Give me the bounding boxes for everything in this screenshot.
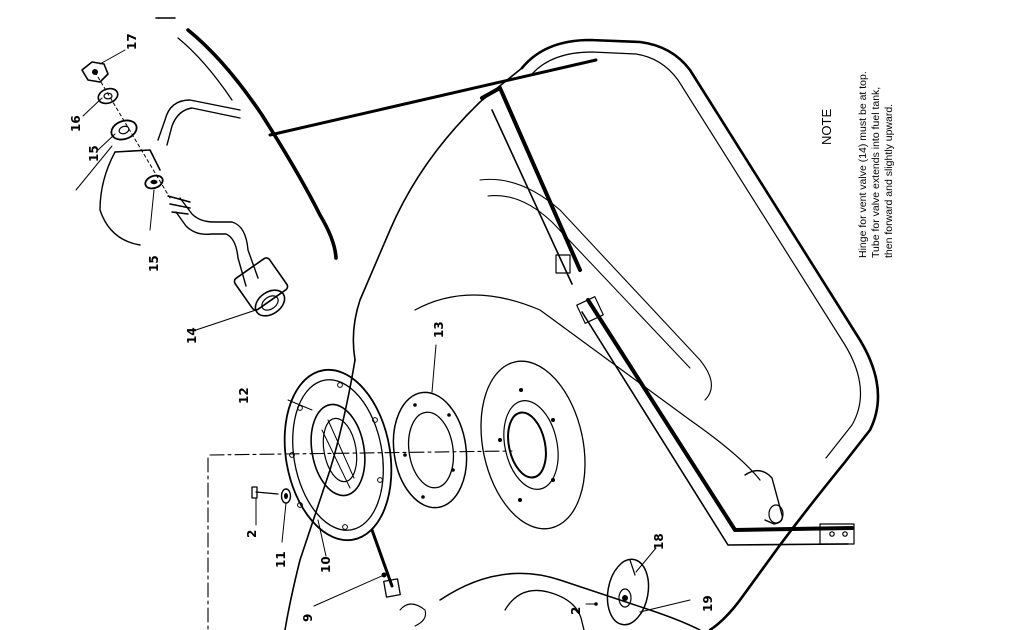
callout-9: 9 [301,614,315,622]
note-line-3: then forward and slightly upward. [883,104,895,258]
callout-16: 16 [69,115,83,132]
assembly-center-line [207,450,513,630]
tank-sending-unit-opening [480,360,586,530]
leader-lines [75,49,691,613]
callout-19: 19 [701,595,715,612]
callout-11: 11 [274,551,288,568]
callout-15-upper: 15 [87,145,101,162]
fuel-tank-body [284,38,880,630]
callout-14: 14 [185,327,199,344]
callout-15-lower: 15 [147,255,161,272]
screw-2-upper [251,486,279,499]
callout-12: 12 [237,387,251,404]
gasket-13 [392,391,468,509]
callout-labels: 17 16 15 15 14 12 13 2 11 10 9 2 18 19 [69,33,715,622]
mounting-strap-lower [576,296,855,546]
callout-13: 13 [432,321,446,338]
vent-valve-inset [81,17,598,317]
lock-washer-11 [280,488,292,504]
drain-plate-18-19 [594,558,650,626]
callout-10: 10 [319,556,333,573]
callout-2-lower: 2 [569,607,583,615]
callout-18: 18 [652,533,666,550]
note-title: NOTE [819,109,834,145]
bracket-9 [370,528,401,598]
note-line-2: Tube for valve extends into fuel tank, [870,87,882,258]
note-line-1: Hinge for vent valve (14) must be at top… [857,71,869,258]
note-block: NOTE Hinge for vent valve (14) must be a… [819,71,895,258]
callout-17: 17 [125,33,139,50]
callout-2-upper: 2 [245,530,259,538]
mounting-strap-upper [480,86,582,285]
sending-unit-plate-12 [283,368,393,542]
